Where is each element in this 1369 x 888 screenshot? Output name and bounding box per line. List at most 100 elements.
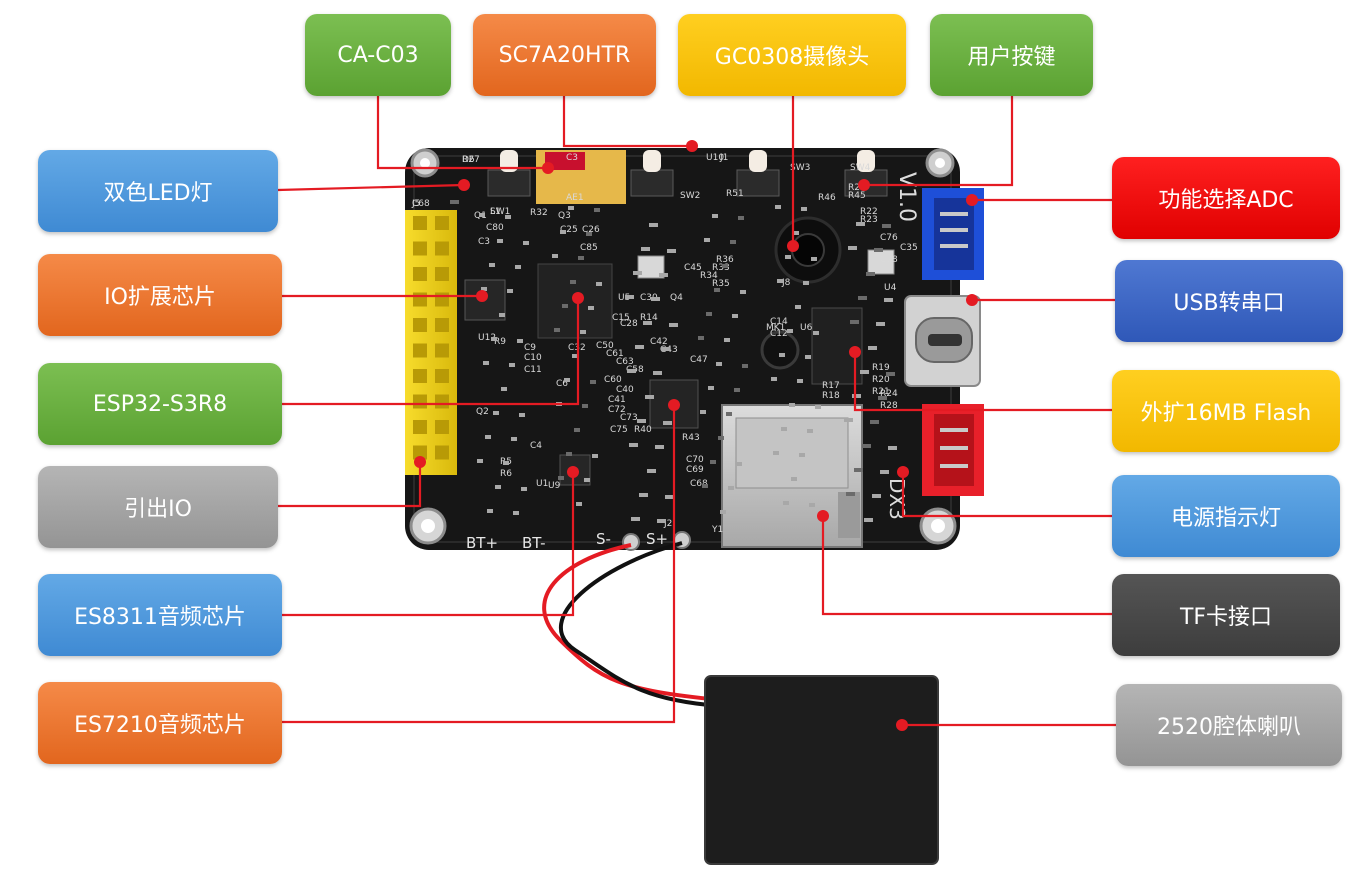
silk-label: C85	[580, 243, 598, 253]
power-connector	[922, 404, 984, 496]
camera-module	[774, 216, 842, 284]
smd-component	[793, 231, 799, 235]
silk-label: R45	[848, 191, 866, 201]
header-pin	[413, 445, 427, 460]
silk-label: R17	[822, 381, 840, 391]
smd-component	[629, 443, 638, 447]
silk-label: C40	[616, 385, 634, 395]
silk-label: J1	[719, 153, 728, 163]
leader-dots	[414, 140, 978, 731]
smd-component	[742, 364, 748, 368]
silk-label: R20	[872, 375, 890, 385]
smd-component	[880, 470, 889, 474]
smd-component	[643, 321, 652, 325]
label-sc7a20htr-text: SC7A20HTR	[498, 42, 631, 68]
silk-label: C63	[616, 357, 634, 367]
silk-label: C15	[612, 313, 630, 323]
silk-label: R43	[682, 433, 700, 443]
smd-component	[801, 207, 807, 211]
smd-component	[596, 282, 602, 286]
silk-label: Q4	[670, 293, 683, 303]
smd-component	[795, 305, 801, 309]
silk-label: C10	[524, 353, 542, 363]
smd-component	[734, 388, 740, 392]
header-pin	[413, 343, 427, 358]
silk-label: SW2	[680, 191, 700, 201]
smd-component	[866, 272, 875, 276]
silk-label: Y1	[711, 525, 723, 535]
smd-component	[523, 241, 529, 245]
smd-component	[732, 314, 738, 318]
silk-label: C9	[524, 343, 536, 353]
smd-component	[649, 223, 658, 227]
smd-component	[736, 462, 742, 466]
smd-component	[807, 429, 813, 433]
silk-label: Q2	[476, 407, 489, 417]
microphone	[760, 330, 800, 370]
label-es7210-text: ES7210音频芯片	[74, 713, 246, 738]
silk-label: R35	[712, 279, 730, 289]
smd-component	[663, 421, 672, 425]
smd-component	[659, 273, 668, 277]
speaker	[704, 675, 939, 865]
smd-component	[477, 459, 483, 463]
silk-label: C73	[620, 413, 638, 423]
smd-component	[574, 428, 580, 432]
smd-component	[627, 369, 636, 373]
header-pin	[435, 292, 449, 307]
smd-component	[554, 328, 560, 332]
smd-component	[558, 476, 564, 480]
label-es8311-text: ES8311音频芯片	[74, 605, 246, 630]
smd-component	[568, 206, 574, 210]
label-usb-serial-text: USB转串口	[1173, 291, 1285, 316]
smd-component	[811, 257, 817, 261]
silk-label: R23	[860, 215, 878, 225]
header-pin	[435, 216, 449, 230]
label-tf-card-text: TF卡接口	[1179, 605, 1273, 630]
smd-component	[552, 254, 558, 258]
smd-component	[633, 271, 642, 275]
smd-component	[858, 296, 867, 300]
label-io-out-text: 引出IO	[124, 497, 192, 522]
label-adc-select-text: 功能选择ADC	[1158, 188, 1294, 213]
silk-label: R18	[822, 391, 840, 401]
silk-label: C76	[880, 233, 898, 243]
header-pin	[413, 216, 427, 230]
smd-component	[771, 377, 777, 381]
smd-component	[779, 353, 785, 357]
smd-component	[740, 290, 746, 294]
header-pin	[413, 318, 427, 332]
io-expander-chip	[464, 279, 506, 321]
smd-component	[560, 230, 566, 234]
smd-component	[718, 436, 724, 440]
smd-component	[714, 288, 720, 292]
silk-label: L1	[490, 207, 501, 217]
label-user-keys: 用户按键	[930, 14, 1093, 96]
smd-component	[564, 378, 570, 382]
smd-component	[505, 215, 511, 219]
silk-label: R33	[712, 263, 730, 273]
smd-component	[852, 394, 861, 398]
smd-component	[495, 485, 501, 489]
smd-component	[635, 345, 644, 349]
smd-component	[783, 501, 789, 505]
silk-label: C14	[770, 317, 788, 327]
smd-component	[789, 403, 795, 407]
speaker-wire	[542, 541, 721, 708]
smd-component	[876, 322, 885, 326]
silk-label: R36	[716, 255, 734, 265]
smd-component	[728, 486, 734, 490]
smd-component	[584, 478, 590, 482]
silk-label: C11	[524, 365, 542, 375]
smd-component	[519, 413, 525, 417]
smd-component	[578, 256, 584, 260]
smd-component	[726, 412, 732, 416]
smd-component	[862, 444, 871, 448]
silk-label: C78	[880, 255, 898, 265]
smd-component	[493, 411, 499, 415]
silk-label: R27	[462, 155, 480, 165]
smd-component	[639, 493, 648, 497]
silk-label: C80	[486, 223, 504, 233]
tact-buttons	[487, 150, 888, 197]
smd-component	[882, 224, 891, 228]
